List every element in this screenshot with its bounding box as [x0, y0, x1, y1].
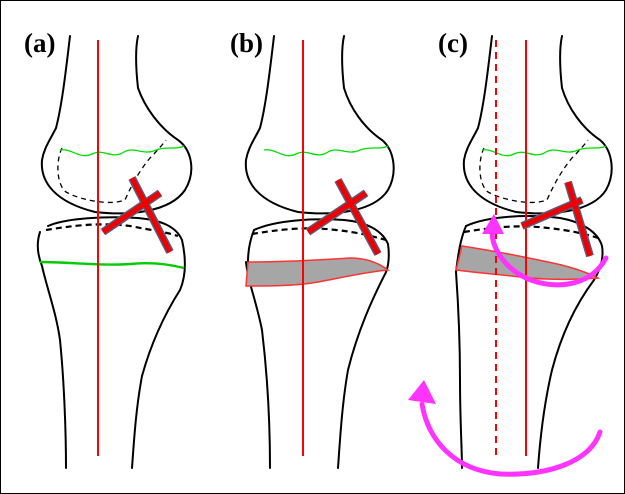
cruciate-ligament-marker: [103, 178, 170, 252]
panel-b: (b): [230, 28, 394, 468]
panel-label-a: (a): [24, 28, 55, 58]
femur-growth-plate: [482, 146, 606, 156]
femur-growth-plate: [264, 146, 388, 156]
panel-c: (c): [408, 28, 612, 474]
osteotomy-wedge: [246, 258, 388, 286]
cruciate-ligament-marker: [308, 180, 378, 254]
femur-condyle-line: [58, 140, 166, 202]
tibia-outline: [38, 217, 185, 468]
femur-outline: [246, 36, 394, 213]
panel-label-c: (c): [438, 28, 468, 58]
femur-outline: [464, 36, 612, 213]
panel-a: (a): [24, 28, 191, 468]
femur-growth-plate: [60, 146, 184, 156]
tibia-growth-plate: [40, 262, 184, 268]
panel-label-b: (b): [230, 28, 263, 58]
curved-arrow-icon: [408, 380, 600, 474]
cruciate-ligament-marker: [522, 182, 590, 256]
tibia-outline: [246, 219, 389, 468]
femur-outline: [42, 36, 191, 213]
